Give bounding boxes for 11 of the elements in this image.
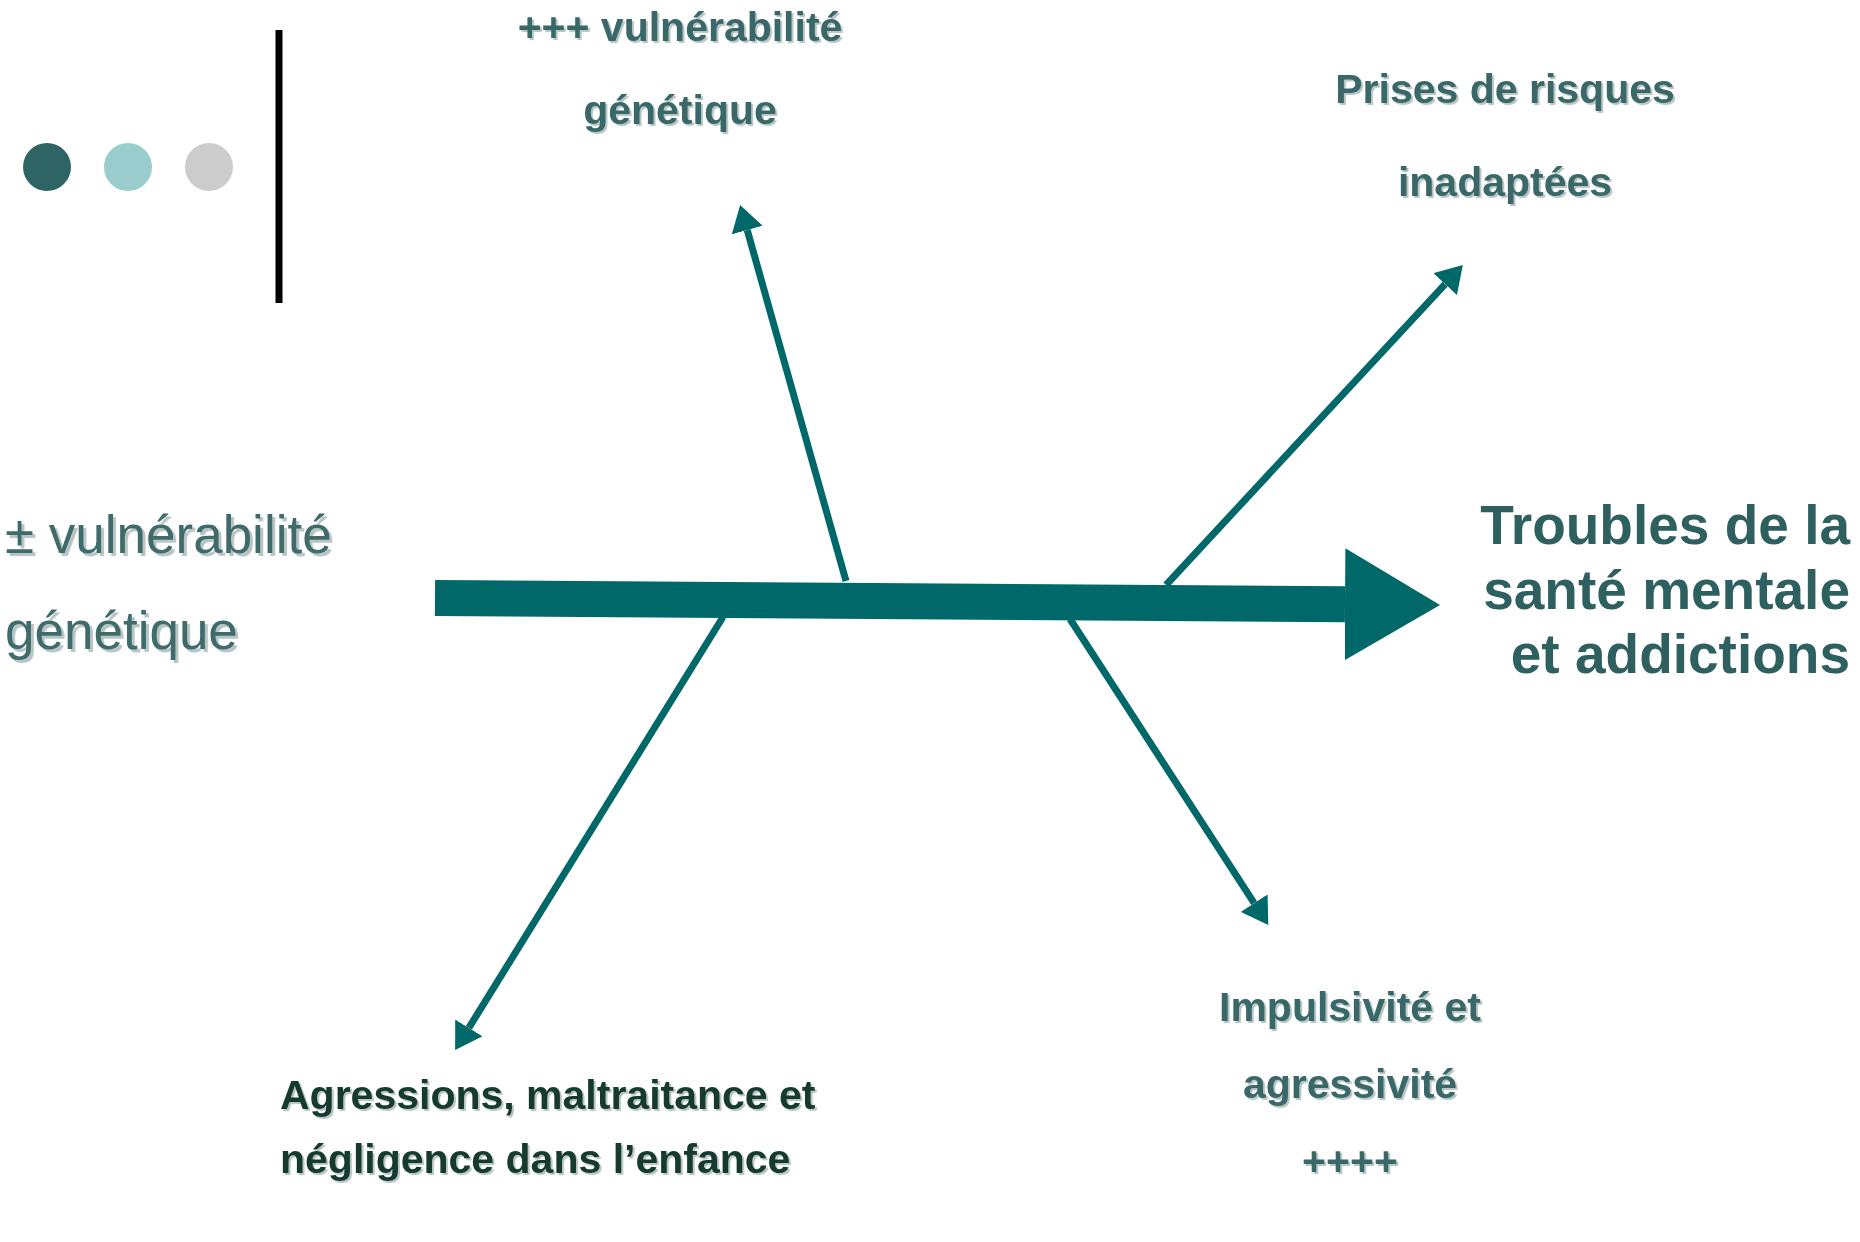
node-text: génétique [5, 602, 239, 661]
node-text: Troubles de la santé mentale et addictions [1479, 492, 1850, 688]
node-text: inadaptées [1397, 160, 1613, 206]
node-text: agressivité [1242, 1062, 1458, 1108]
node-text: Prises de risques [1335, 67, 1675, 113]
node-text: ++++ [1302, 1139, 1398, 1185]
node-text: ± vulnérabilité [5, 506, 333, 565]
node-text: Agressions, maltraitance et négligence dans l’enfance [280, 1071, 817, 1184]
node-text: +++ vulnérabilité [517, 5, 843, 51]
node-text: Impulsivité et [1219, 985, 1481, 1031]
node-text: génétique [583, 88, 777, 134]
